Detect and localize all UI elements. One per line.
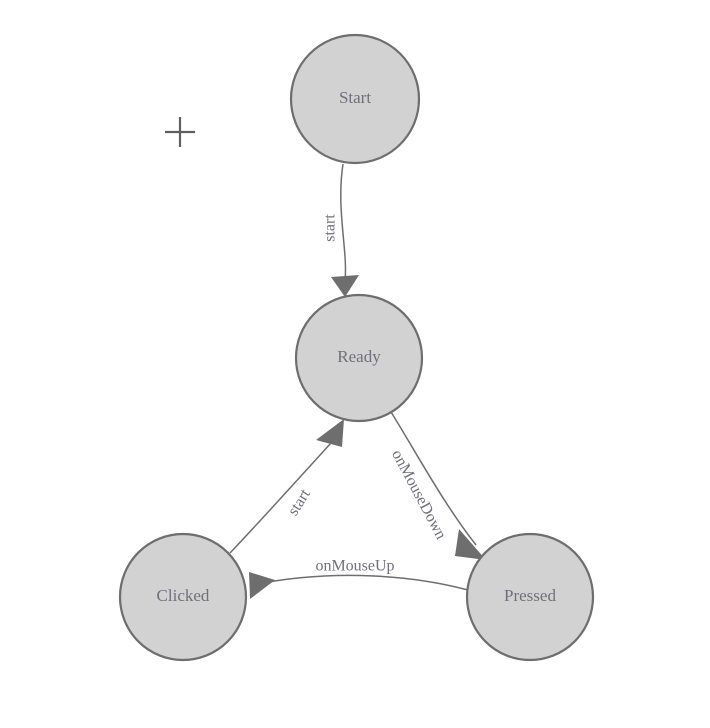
- node-start-circle: [289, 33, 421, 165]
- edge-clicked-to-ready-path: [229, 442, 332, 554]
- edge-ready-to-pressed-path: [390, 411, 477, 546]
- edge-start-to-ready[interactable]: start: [322, 163, 359, 297]
- edge-clicked-to-ready-arrowhead: [316, 419, 344, 447]
- edge-clicked-to-ready-label: start: [285, 486, 314, 519]
- edge-pressed-to-clicked[interactable]: onMouseUp: [249, 558, 469, 599]
- node-pressed-label: Pressed: [504, 586, 556, 605]
- node-pressed[interactable]: Pressed: [465, 532, 595, 662]
- edge-start-to-ready-arrowhead: [331, 275, 359, 297]
- node-start[interactable]: Start: [289, 33, 421, 165]
- node-ready-label: Ready: [337, 347, 381, 366]
- node-start-label: Start: [339, 88, 371, 107]
- node-ready[interactable]: Ready: [294, 293, 424, 423]
- node-ready-circle: [294, 293, 424, 423]
- plus-marker: [165, 117, 195, 147]
- edge-ready-to-pressed[interactable]: onMouseDown: [388, 411, 486, 560]
- node-clicked[interactable]: Clicked: [118, 532, 248, 662]
- node-clicked-circle: [118, 532, 248, 662]
- edge-pressed-to-clicked-label: onMouseUp: [315, 558, 394, 575]
- edge-pressed-to-clicked-path: [252, 574, 469, 591]
- edge-start-to-ready-path: [340, 163, 347, 282]
- node-pressed-circle: [465, 532, 595, 662]
- edge-clicked-to-ready[interactable]: start: [229, 419, 344, 554]
- edge-pressed-to-clicked-arrowhead: [249, 572, 275, 599]
- edge-ready-to-pressed-arrowhead: [455, 529, 486, 560]
- node-clicked-label: Clicked: [157, 586, 210, 605]
- edge-start-to-ready-label: start: [322, 214, 339, 242]
